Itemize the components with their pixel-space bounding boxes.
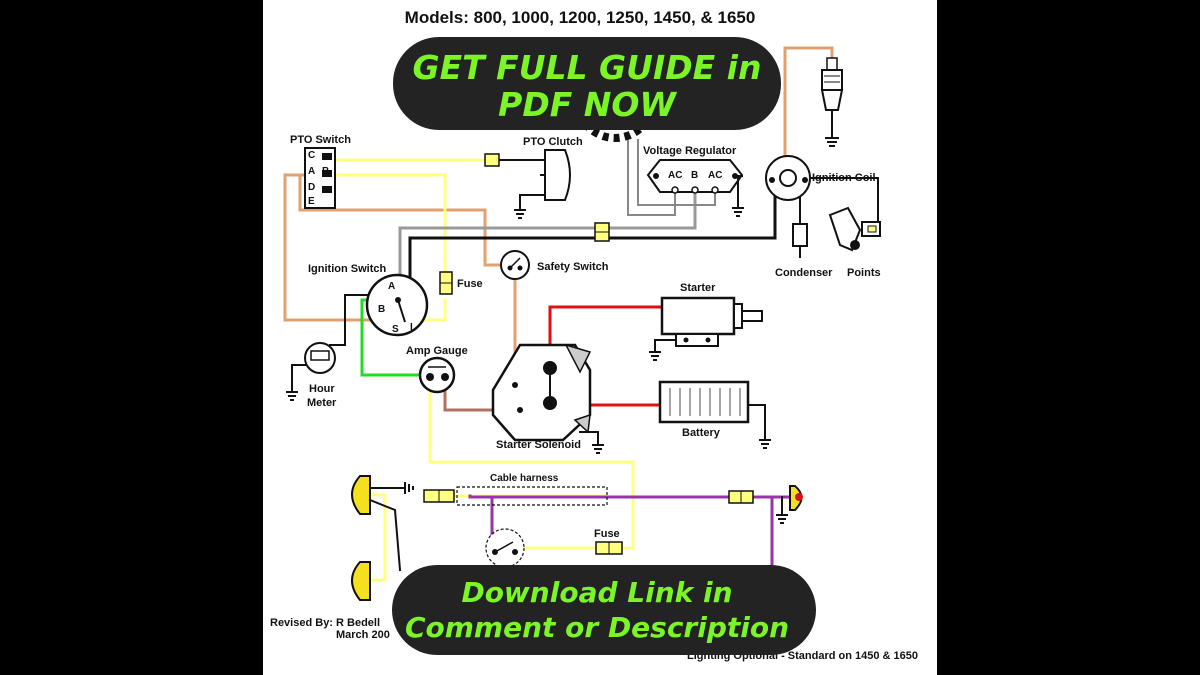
label-battery: Battery [682,427,721,439]
label-points: Points [847,267,881,279]
ground-icon [286,391,298,401]
points [828,206,881,252]
svg-text:D: D [308,182,315,193]
condenser [792,223,808,258]
wire-gray-reg [398,190,697,287]
label-voltage-regulator: Voltage Regulator [643,145,737,157]
svg-text:B: B [691,170,698,181]
svg-text:AC: AC [708,170,722,181]
svg-text:A: A [308,166,315,177]
headlight-top [351,475,414,572]
wire-yellow-amp [428,383,635,550]
cable-harness [456,486,608,506]
starter-solenoid [491,343,604,454]
label-fuse-top: Fuse [457,278,483,290]
label-hour-meter-2: Meter [307,397,337,409]
diagram-title: Models: 800, 1000, 1200, 1250, 1450, & 1… [405,8,756,27]
fuse-top [439,271,453,295]
wire-black-points [811,177,879,231]
banner-top-line1: GET FULL GUIDE in [413,48,762,87]
ground-icon [514,209,526,219]
label-ignition-switch: Ignition Switch [308,263,386,275]
label-fuse-bottom: Fuse [594,528,620,540]
wire-yellow-pto-fuse [328,173,447,282]
svg-text:I: I [410,322,413,333]
spark-plug [820,57,844,147]
taillight-top [789,485,803,511]
banner-top[interactable]: GET FULL GUIDE in PDF NOW [393,37,781,130]
connector-block [594,222,610,242]
ground-icon [592,444,604,454]
wire-black-coil [408,183,777,292]
svg-text:B: B [378,304,385,315]
starter-motor [649,296,763,361]
label-revised-1: Revised By: R Bedell [270,617,380,629]
wire-tan-pto [298,173,507,267]
headlight-bottom [351,561,371,601]
label-starter-solenoid: Starter Solenoid [496,439,581,451]
ground-icon [649,351,661,361]
pto-switch: C A D E B [304,147,336,209]
wire-tan-ign [283,173,382,322]
ignition-coil [765,155,811,201]
pto-clutch [484,149,571,219]
label-starter: Starter [680,282,716,294]
wire-battery-ground [747,404,766,441]
label-safety-switch: Safety Switch [537,261,609,273]
svg-text:C: C [308,150,315,161]
svg-text:AC: AC [668,170,682,181]
label-cable-harness: Cable harness [490,473,559,484]
amp-gauge [418,356,456,394]
svg-text:S: S [392,324,399,335]
wire-purple-main [468,494,732,499]
wire-yellow-lights [368,493,387,582]
ground-icon [759,439,771,449]
banner-top-line2: PDF NOW [498,85,677,124]
connector-harness-right [728,490,754,504]
label-pto-switch: PTO Switch [290,134,351,146]
label-hour-meter-1: Hour [309,383,335,395]
wire-gray-reg2 [627,139,676,216]
label-revised-2: March 200 [336,629,390,641]
svg-text:E: E [308,196,315,207]
safety-switch [500,250,530,280]
fuse-bottom [595,541,623,555]
label-amp-gauge: Amp Gauge [406,345,468,357]
ground-icon [404,482,414,494]
ground-icon [732,207,744,217]
wire-black-ign-hour [329,294,386,346]
svg-text:A: A [388,281,395,292]
voltage-regulator: AC B AC [646,159,744,217]
label-condenser: Condenser [775,267,833,279]
banner-bottom-line1: Download Link in [461,576,732,609]
battery [658,380,771,449]
label-ignition-coil: Ignition Coil [812,172,876,184]
light-switch [485,528,525,568]
banner-bottom[interactable]: Download Link in Comment or Description [392,565,816,655]
banner-bottom-line2: Comment or Description [405,611,789,644]
ignition-switch: A B S I [365,273,429,337]
svg-text:B: B [322,166,329,177]
ground-icon [776,496,788,524]
wire-gray-reg3 [637,139,716,206]
label-pto-clutch: PTO Clutch [523,136,583,148]
hour-meter [286,342,336,401]
connector-harness-left [423,489,455,503]
